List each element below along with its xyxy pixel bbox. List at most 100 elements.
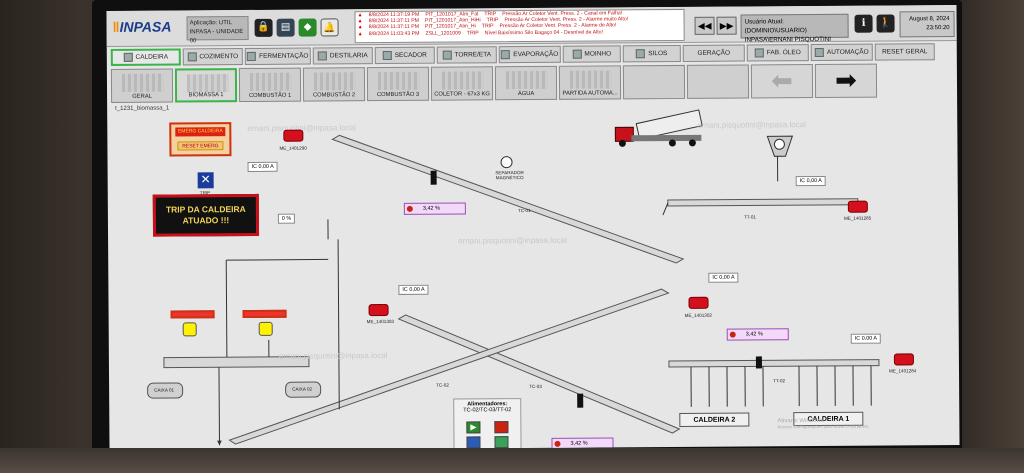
motor-me-1401303[interactable] bbox=[368, 304, 389, 317]
tank-caixa-01[interactable]: CAIXA 01 bbox=[147, 382, 184, 399]
subtab-partida-automatica[interactable]: PARTIDA AUTOMA... bbox=[558, 65, 622, 100]
dosing-valve-2[interactable] bbox=[258, 321, 273, 336]
activate-windows: Ativar o Windows Acesse Configurações pa… bbox=[777, 417, 870, 430]
combustion-thumbnail bbox=[377, 71, 421, 91]
motor-me-1401284[interactable] bbox=[893, 353, 914, 366]
collector-thumbnail bbox=[441, 71, 485, 90]
subtab-combustao-3[interactable]: COMBUSTÃO 3 bbox=[366, 66, 430, 102]
subtab-empty-1 bbox=[622, 64, 686, 100]
current-readout: IC 0,00 A bbox=[398, 284, 429, 295]
process-diagram: ▼ ernani.pisquotini@inpasa.local ernani.… bbox=[107, 105, 959, 451]
rewind-button[interactable]: ◀◀ bbox=[694, 16, 715, 35]
motor-tag: ME_1401290 bbox=[279, 145, 307, 151]
screw-conveyor[interactable] bbox=[163, 356, 310, 369]
tab-fermentacao[interactable]: FERMENTAÇÃO bbox=[244, 47, 311, 66]
conveyor-lines: ▼ bbox=[163, 109, 880, 447]
tab-caldeira[interactable]: CALDEIRA bbox=[110, 48, 181, 66]
conveyor-tc-01[interactable] bbox=[331, 133, 685, 265]
date-time: August 8, 2024 23:50:20 bbox=[899, 11, 955, 38]
down-arrow-icon: ▼ bbox=[215, 438, 223, 447]
water-thumbnail bbox=[505, 70, 549, 90]
calculator-icon[interactable]: ▤ bbox=[276, 18, 295, 37]
stop-button[interactable] bbox=[494, 421, 509, 434]
cooking-icon bbox=[187, 52, 197, 62]
conveyor-tt-01[interactable] bbox=[667, 198, 859, 207]
conveyor-tt-02[interactable] bbox=[668, 359, 880, 368]
reset-emerg-button[interactable]: RESET EMERG bbox=[177, 141, 224, 151]
current-readout: IC 0,00 A bbox=[850, 333, 882, 344]
subtab-agua[interactable]: ÁGUA bbox=[494, 65, 558, 101]
feeders-panel: Alimentadores: TC-02/TC-03/TT-02 ▶ bbox=[453, 398, 522, 451]
tower-icon bbox=[442, 50, 452, 60]
tab-secador[interactable]: SECADOR bbox=[374, 46, 435, 65]
subtab-geral[interactable]: GERAL bbox=[110, 68, 174, 103]
subtab-biomassa-1[interactable]: BIOMASSA 1 bbox=[174, 68, 238, 103]
separator-label: SEPARADOR MAGNÉTICO bbox=[495, 170, 524, 181]
distillery-icon bbox=[317, 51, 327, 61]
motor-tag: ME_1401303 bbox=[366, 318, 395, 325]
monitor-icon bbox=[814, 47, 824, 58]
reset-geral-button[interactable]: RESET GERAL bbox=[874, 43, 935, 61]
subtab-combustao-1[interactable]: COMBUSTÃO 1 bbox=[238, 67, 302, 103]
feeders-subtitle: TC-02/TC-03/TT-02 bbox=[463, 407, 512, 414]
info-icon[interactable]: ℹ bbox=[854, 14, 873, 33]
logo: ‖INPASA bbox=[112, 18, 172, 35]
mill-icon bbox=[572, 49, 582, 59]
belt-marker bbox=[755, 356, 762, 369]
conveyor-tag: TC-01 bbox=[517, 208, 531, 214]
tab-moinho[interactable]: MOINHO bbox=[562, 45, 621, 63]
tank-caixa-02[interactable]: CAIXA 02 bbox=[285, 381, 322, 398]
conveyor-tag: TC-03 bbox=[529, 383, 542, 390]
tab-torre-eta[interactable]: TORRE/ETA bbox=[436, 46, 497, 64]
overview-thumbnail bbox=[121, 73, 165, 92]
current-readout: IC 0,00 A bbox=[247, 161, 278, 172]
hopper-icon bbox=[766, 135, 794, 157]
emergency-panel: EMERG CALDEIRA RESET EMERG bbox=[169, 122, 232, 157]
motor-me-1401285[interactable] bbox=[847, 200, 868, 213]
dosing-valve-1[interactable] bbox=[182, 322, 197, 337]
valve-status-bar bbox=[170, 310, 215, 319]
sub-tabs: GERAL BIOMASSA 1 COMBUSTÃO 1 COMBUSTÃO 2… bbox=[110, 63, 953, 103]
percent-indicator: 3,42 % bbox=[403, 202, 466, 215]
subtab-combustao-2[interactable]: COMBUSTÃO 2 bbox=[302, 67, 366, 102]
trip-message: TRIP DA CALDEIRA ATUADO !!! bbox=[152, 193, 260, 237]
current-readout: IC 0,00 A bbox=[795, 175, 826, 187]
conveyor-tc-03[interactable] bbox=[397, 313, 681, 435]
current-readout: IC 0,00 A bbox=[708, 272, 739, 283]
valve-status-bar bbox=[242, 309, 287, 319]
tab-fab-oleo[interactable]: FAB. ÓLEO bbox=[746, 44, 809, 62]
top-header: ‖INPASA Aplicação: UTIL INPASA - UNIDADE… bbox=[106, 5, 957, 47]
operator-icon[interactable] bbox=[466, 436, 481, 449]
forward-button[interactable]: ▶▶ bbox=[716, 16, 737, 35]
motor-tag: ME_1401285 bbox=[843, 215, 872, 221]
boiler-caldeira-2[interactable]: CALDEIRA 2 bbox=[679, 412, 750, 427]
tab-silos[interactable]: SILOS bbox=[622, 44, 681, 63]
tab-geracao[interactable]: GERAÇÃO bbox=[682, 44, 745, 62]
trip-x-icon[interactable]: ✕ bbox=[197, 172, 214, 189]
start-button[interactable]: ▶ bbox=[466, 421, 481, 434]
screen-icon[interactable] bbox=[494, 436, 509, 449]
tab-cozimento[interactable]: COZIMENTO bbox=[182, 48, 243, 66]
motor-tag: ME_1401302 bbox=[684, 312, 712, 318]
brazil-flag-icon[interactable]: ◆ bbox=[298, 18, 317, 37]
subtab-coletor[interactable]: COLETOR - 67x3 KG bbox=[430, 66, 494, 101]
tab-automacao[interactable]: AUTOMAÇÃO bbox=[810, 43, 873, 62]
lock-icon[interactable]: 🔒 bbox=[254, 18, 273, 37]
tab-destilaria[interactable]: DESTILARIA bbox=[312, 47, 373, 65]
conveyor-tag: TT-02 bbox=[773, 378, 786, 384]
conveyor-tag: TT-01 bbox=[743, 214, 756, 220]
tab-evaporacao[interactable]: EVAPORAÇÃO bbox=[498, 45, 561, 64]
motor-me-1401302[interactable] bbox=[688, 296, 709, 309]
subtab-empty-2 bbox=[686, 64, 750, 99]
bell-icon[interactable]: 🔔 bbox=[320, 18, 339, 37]
scada-screen: ‖INPASA Aplicação: UTIL INPASA - UNIDADE… bbox=[106, 5, 960, 451]
logout-icon[interactable]: 🚶 bbox=[876, 14, 895, 33]
motor-me-1401290[interactable] bbox=[283, 129, 304, 142]
previous-page-arrow-icon[interactable]: ⬅ bbox=[750, 64, 814, 99]
dryer-icon bbox=[382, 50, 392, 61]
magnetic-separator-icon bbox=[500, 156, 513, 169]
evaporation-icon bbox=[501, 50, 511, 60]
next-page-arrow-icon[interactable]: ➡ bbox=[814, 63, 878, 99]
